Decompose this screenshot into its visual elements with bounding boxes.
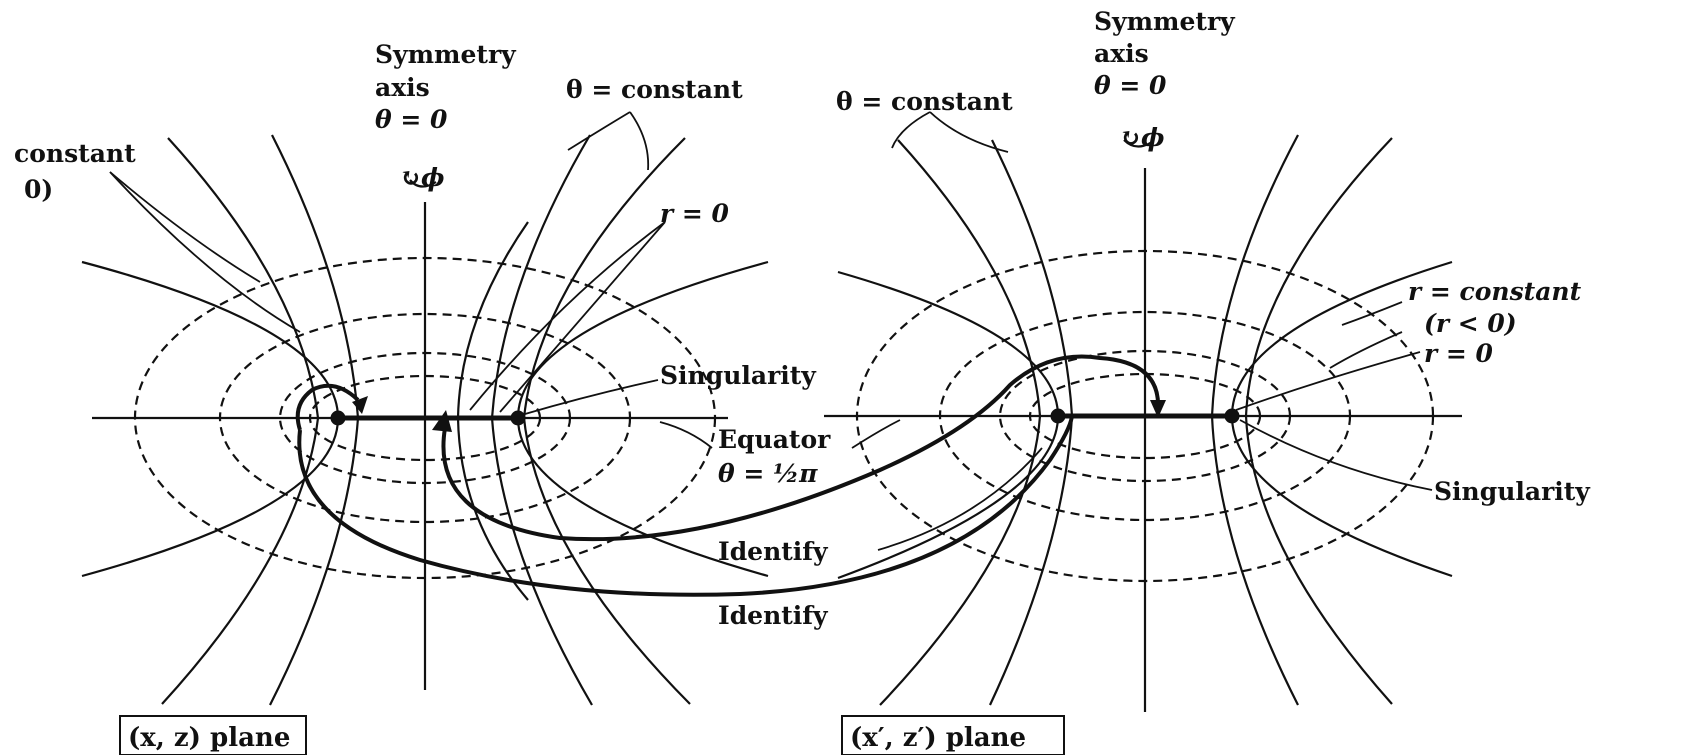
right-plane-label: (x′, z′) plane bbox=[850, 723, 1026, 753]
left-plane-box: (x, z) plane bbox=[119, 715, 307, 755]
right-plane-box: (x′, z′) plane bbox=[841, 715, 1065, 755]
identify-curve-upper bbox=[441, 354, 1161, 542]
leader-left-r-constant-b bbox=[109, 171, 301, 333]
right-phi-rotation-arrow bbox=[1123, 139, 1153, 148]
leader-right-r-zero bbox=[1235, 351, 1421, 411]
right-r-zero-label: r = 0 bbox=[1424, 339, 1494, 368]
right-theta-curve bbox=[1244, 137, 1393, 705]
identify-upper-label: Identify bbox=[718, 537, 829, 566]
left-panel bbox=[81, 134, 769, 706]
right-axis-title-line3: θ = 0 bbox=[1094, 71, 1167, 100]
right-theta-curve bbox=[1230, 260, 1453, 578]
left-loop-arrow bbox=[295, 383, 360, 431]
right-theta-curve bbox=[879, 139, 1042, 706]
left-phi-label: ↻ϕ bbox=[400, 163, 444, 192]
right-singularity-point bbox=[1050, 408, 1066, 424]
right-phi-label: ↻ϕ bbox=[1120, 123, 1164, 152]
right-r-negative-label: (r < 0) bbox=[1424, 309, 1517, 338]
left-theta-curve bbox=[269, 134, 360, 706]
identify-upper-arrowhead-right bbox=[1150, 400, 1166, 418]
right-r-constant-label: r = constant bbox=[1408, 277, 1582, 306]
identify-upper-arrowhead-left bbox=[432, 410, 452, 432]
leader-right-singularity bbox=[1239, 419, 1433, 491]
left-singularity-point bbox=[330, 410, 346, 426]
left-singularity-label: Singularity bbox=[660, 361, 817, 390]
right-axis-title-line1: Symmetry bbox=[1094, 7, 1236, 36]
leader-right-theta-a bbox=[891, 111, 931, 149]
left-r-zero-label: r = 0 bbox=[660, 199, 730, 228]
identify-lower-label: Identify bbox=[718, 601, 829, 630]
right-singularity-point bbox=[1224, 408, 1240, 424]
right-labels: Symmetry axis θ = 0 ↻ϕ θ = constant r = … bbox=[836, 7, 1591, 506]
equator-theta-label: θ = ½π bbox=[718, 459, 818, 488]
left-axis-title-line1: Symmetry bbox=[375, 40, 517, 69]
left-theta-curve bbox=[161, 137, 320, 705]
right-plane-frame bbox=[841, 715, 1065, 755]
leader-right-r-negative bbox=[1329, 331, 1403, 369]
leader-identify-upper bbox=[877, 447, 1043, 551]
right-theta-constant-label: θ = constant bbox=[836, 87, 1013, 116]
leader-right-equator bbox=[851, 419, 901, 449]
left-theta-curve bbox=[490, 134, 593, 706]
leader-left-r-constant-a bbox=[109, 171, 261, 283]
left-theta-constant-label: θ = constant bbox=[566, 75, 743, 104]
left-singularity-point bbox=[510, 410, 526, 426]
leader-left-equator bbox=[659, 421, 713, 449]
right-singularity-label: Singularity bbox=[1434, 477, 1591, 506]
equator-label: Equator bbox=[718, 425, 831, 454]
leader-left-theta-b bbox=[629, 111, 650, 171]
leader-right-r-constant bbox=[1341, 301, 1403, 326]
right-theta-curve bbox=[837, 270, 1060, 580]
left-axis-title-line2: axis bbox=[375, 73, 430, 102]
leader-left-r-zero-a bbox=[469, 221, 666, 411]
leader-right-theta-b bbox=[929, 111, 1009, 153]
right-theta-curves bbox=[837, 134, 1453, 706]
right-axis-title-line2: axis bbox=[1094, 39, 1149, 68]
leader-left-r-zero-b bbox=[499, 221, 666, 413]
right-theta-curve bbox=[1210, 134, 1299, 706]
leader-left-theta-a bbox=[567, 111, 631, 151]
left-r-constant-label-line2: 0) bbox=[24, 175, 53, 204]
left-axis-title-line3: θ = 0 bbox=[375, 105, 448, 134]
leader-left-singularity bbox=[524, 379, 659, 415]
identify-curves bbox=[297, 354, 1166, 597]
left-loop-arrowhead bbox=[352, 396, 368, 414]
left-theta-curve bbox=[456, 221, 529, 601]
right-panel bbox=[824, 134, 1462, 712]
left-labels: Symmetry axis θ = 0 ↻ϕ θ = constant cons… bbox=[14, 40, 831, 630]
left-plane-frame bbox=[119, 715, 307, 755]
left-phi-rotation-arrow bbox=[409, 179, 437, 188]
identify-curve-lower bbox=[297, 415, 1074, 597]
left-r-constant-label-line1: constant bbox=[14, 139, 136, 168]
label-leaders bbox=[109, 111, 1433, 551]
left-plane-label: (x, z) plane bbox=[128, 723, 290, 753]
